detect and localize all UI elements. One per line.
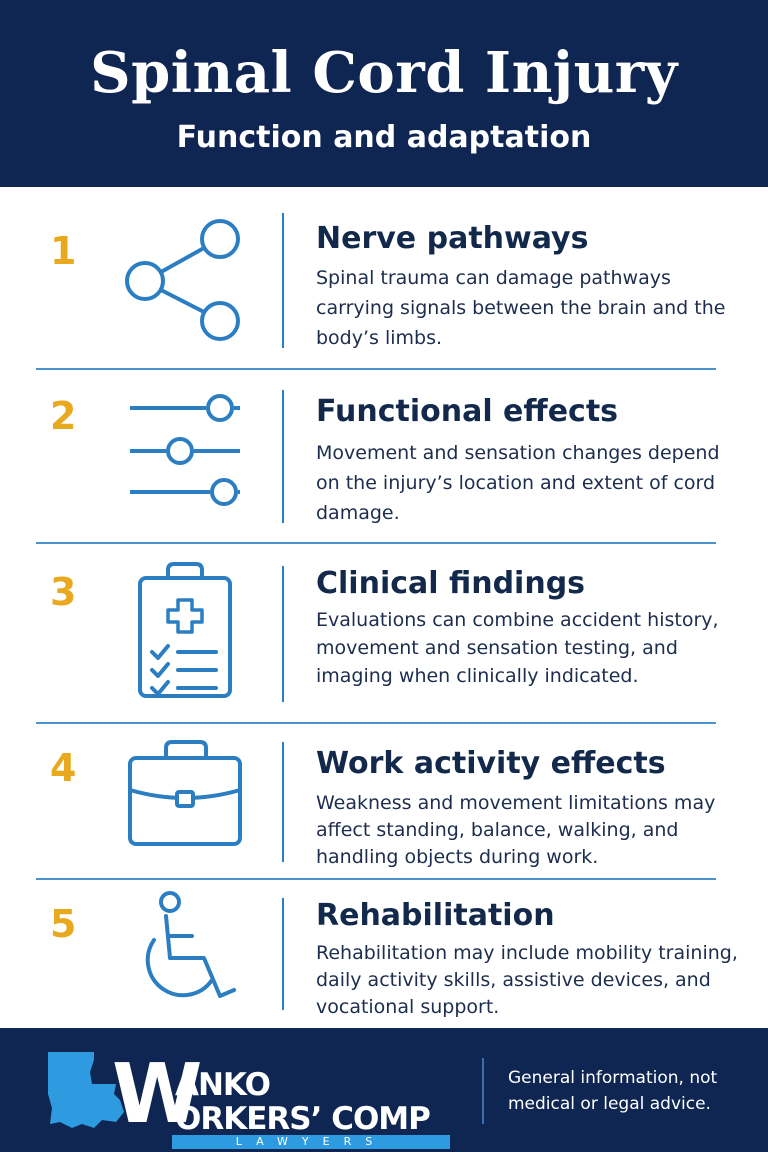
footer: W ANKO ORKERS’ COMP LAWYERS General info…	[0, 1028, 768, 1152]
section-title: Functional effects	[316, 394, 619, 429]
section-divider	[282, 566, 284, 702]
section-number: 2	[50, 394, 77, 438]
sliders-icon	[120, 380, 250, 520]
logo-line-1: ANKO	[175, 1067, 271, 1103]
section-functional-effects: 2 Functional effects Movement and sensat…	[0, 370, 768, 544]
section-body: Weakness and movement limitations may af…	[316, 792, 716, 868]
section-title: Nerve pathways	[316, 221, 589, 256]
logo-line-2: ORKERS’ COMP	[175, 1101, 431, 1137]
section-divider	[282, 390, 284, 523]
louisiana-state-icon	[46, 1050, 126, 1132]
section-separator	[36, 368, 716, 370]
section-separator	[36, 878, 716, 880]
section-divider	[282, 742, 284, 862]
section-body: Spinal trauma can damage pathways carryi…	[316, 267, 726, 349]
section-divider	[282, 898, 284, 1010]
section-divider	[282, 213, 284, 348]
section-body: Movement and sensation changes depend on…	[316, 442, 720, 524]
section-title: Clinical findings	[316, 566, 586, 601]
section-number: 3	[50, 570, 77, 614]
section-rehabilitation: 5 Rehabilitation Rehabilitation may incl…	[0, 880, 768, 1028]
section-title: Work activity effects	[316, 746, 666, 781]
section-nerve-pathways: 1 Nerve pathways Spinal trauma can damag…	[0, 187, 768, 369]
section-title: Rehabilitation	[316, 898, 555, 933]
section-body: Rehabilitation may include mobility trai…	[316, 942, 738, 1018]
logo-w: W	[112, 1047, 202, 1142]
section-separator	[36, 542, 716, 544]
section-separator	[36, 722, 716, 724]
section-body: Evaluations can combine accident history…	[316, 609, 719, 687]
medical-clipboard-icon	[120, 562, 250, 702]
section-number: 1	[50, 229, 77, 273]
section-number: 4	[50, 746, 77, 790]
section-number: 5	[50, 902, 77, 946]
header-banner: Spinal Cord Injury Function and adaptati…	[0, 0, 768, 187]
footer-divider	[482, 1058, 484, 1124]
briefcase-icon	[120, 736, 250, 856]
page-subtitle: Function and adaptation	[176, 120, 592, 155]
page-title: Spinal Cord Injury	[90, 40, 678, 106]
section-clinical-findings: 3 Clinical findings Evaluations can comb…	[0, 544, 768, 722]
section-work-activity-effects: 4 Work activity effects Weakness and mov…	[0, 724, 768, 878]
share-network-icon	[120, 209, 250, 349]
disclaimer: General information, not medical or lega…	[508, 1068, 718, 1114]
wheelchair-icon	[120, 888, 250, 1014]
logo-tagline: LAWYERS	[172, 1135, 450, 1149]
